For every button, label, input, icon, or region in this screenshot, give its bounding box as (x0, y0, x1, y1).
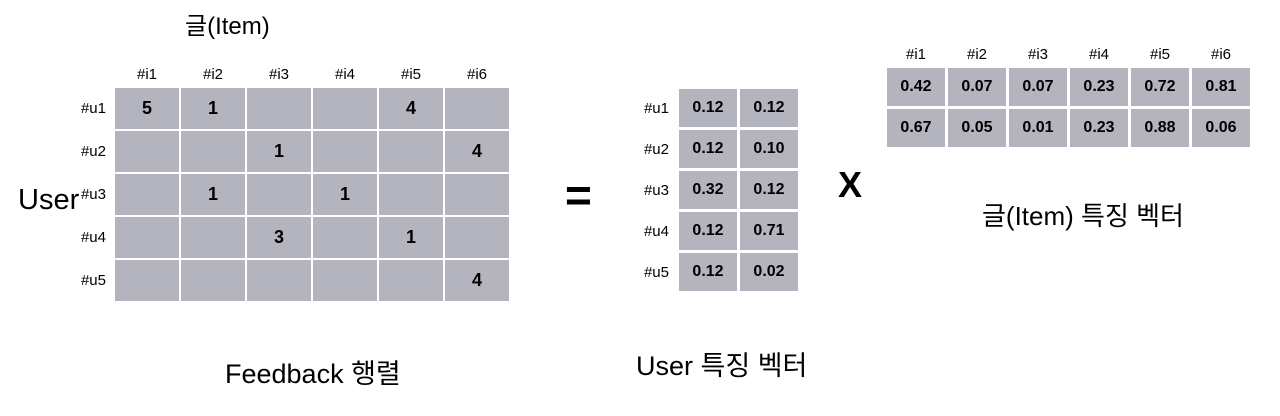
corner-spacer (64, 62, 113, 86)
item-axis-title: 글(Item) (185, 13, 270, 40)
matrix-cell: 0.32 (679, 171, 737, 209)
equals-sign: = (565, 169, 592, 221)
matrix-cell: 0.88 (1131, 109, 1189, 147)
row-header: #u1 (643, 99, 669, 117)
matrix-cell (115, 131, 179, 172)
matrix-cell: 0.12 (679, 130, 737, 168)
matrix-cell: 0.23 (1070, 109, 1128, 147)
matrix-cell: 0.71 (740, 212, 798, 250)
matrix-cell (115, 174, 179, 215)
matrix-cell: 0.72 (1131, 68, 1189, 106)
matrix-cell: 0.12 (679, 89, 737, 127)
matrix-cell: 5 (115, 88, 179, 129)
matrix-cell (445, 217, 509, 258)
matrix-cell (181, 260, 245, 301)
row-header: #u5 (80, 272, 106, 289)
col-header: #i2 (966, 45, 988, 63)
col-header: #i6 (466, 65, 488, 83)
col-header: #i4 (1088, 45, 1110, 63)
matrix-cell: 0.42 (887, 68, 945, 106)
matrix-cell: 1 (379, 217, 443, 258)
user-axis-label: User (18, 184, 80, 216)
matrix-cell: 0.07 (1009, 68, 1067, 106)
matrix-cell (379, 260, 443, 301)
matrix-row: #u3 1 1 (64, 174, 509, 215)
matrix-cell (313, 88, 377, 129)
matrix-cell: 1 (247, 131, 311, 172)
col-header: #i3 (268, 65, 290, 83)
row-header: #u4 (80, 229, 106, 246)
row-header: #u3 (643, 181, 669, 199)
matrix-cell: 4 (379, 88, 443, 129)
matrix-cell: 3 (247, 217, 311, 258)
user-matrix-caption: User 특징 벡터 (636, 351, 808, 381)
matrix-cell: 0.05 (948, 109, 1006, 147)
matrix-cell (115, 217, 179, 258)
matrix-cell: 0.12 (679, 212, 737, 250)
matrix-cell: 0.07 (948, 68, 1006, 106)
matrix-cell (445, 174, 509, 215)
row-header: #u2 (80, 143, 106, 160)
row-header: #u3 (80, 186, 106, 203)
item-matrix-caption: 글(Item) 특징 벡터 (982, 201, 1184, 231)
matrix-row: #u2 1 4 (64, 131, 509, 172)
matrix-cell: 1 (181, 174, 245, 215)
matrix-cell (379, 131, 443, 172)
feedback-caption: Feedback 행렬 (225, 359, 401, 389)
matrix-cell (313, 217, 377, 258)
matrix-cell: 0.01 (1009, 109, 1067, 147)
matrix-cell (445, 88, 509, 129)
matrix-cell: 0.67 (887, 109, 945, 147)
row-header: #u1 (80, 100, 106, 117)
matrix-cell (247, 88, 311, 129)
row-header: #u5 (643, 263, 669, 281)
matrix-cell (313, 260, 377, 301)
matrix-cell: 4 (445, 260, 509, 301)
matrix-cell (115, 260, 179, 301)
col-header: #i6 (1210, 45, 1232, 63)
matrix-cell: 0.02 (740, 253, 798, 291)
col-header: #i3 (1027, 45, 1049, 63)
matrix-cell (247, 174, 311, 215)
matrix-row: #u4 3 1 (64, 217, 509, 258)
col-header: #i5 (400, 65, 422, 83)
col-header: #i5 (1149, 45, 1171, 63)
matrix-cell: 0.81 (1192, 68, 1250, 106)
matrix-cell: 0.23 (1070, 68, 1128, 106)
matrix-cell: 0.12 (740, 171, 798, 209)
matrix-cell: 4 (445, 131, 509, 172)
multiply-sign: X (838, 164, 863, 205)
matrix-cell: 0.06 (1192, 109, 1250, 147)
matrix-cell: 1 (181, 88, 245, 129)
row-header: #u2 (643, 140, 669, 158)
matrix-cell: 0.12 (679, 253, 737, 291)
matrix-cell (313, 131, 377, 172)
matrix-cell (379, 174, 443, 215)
col-header: #i1 (136, 65, 158, 83)
col-header: #i4 (334, 65, 356, 83)
matrix-row: #u5 4 (64, 260, 509, 301)
matrix-cell: 0.12 (740, 89, 798, 127)
matrix-cell: 0.10 (740, 130, 798, 168)
col-header: #i1 (905, 45, 927, 63)
matrix-cell: 1 (313, 174, 377, 215)
col-header: #i2 (202, 65, 224, 83)
matrix-cell (247, 260, 311, 301)
matrix-cell (181, 217, 245, 258)
row-header: #u4 (643, 222, 669, 240)
matrix-cell (181, 131, 245, 172)
